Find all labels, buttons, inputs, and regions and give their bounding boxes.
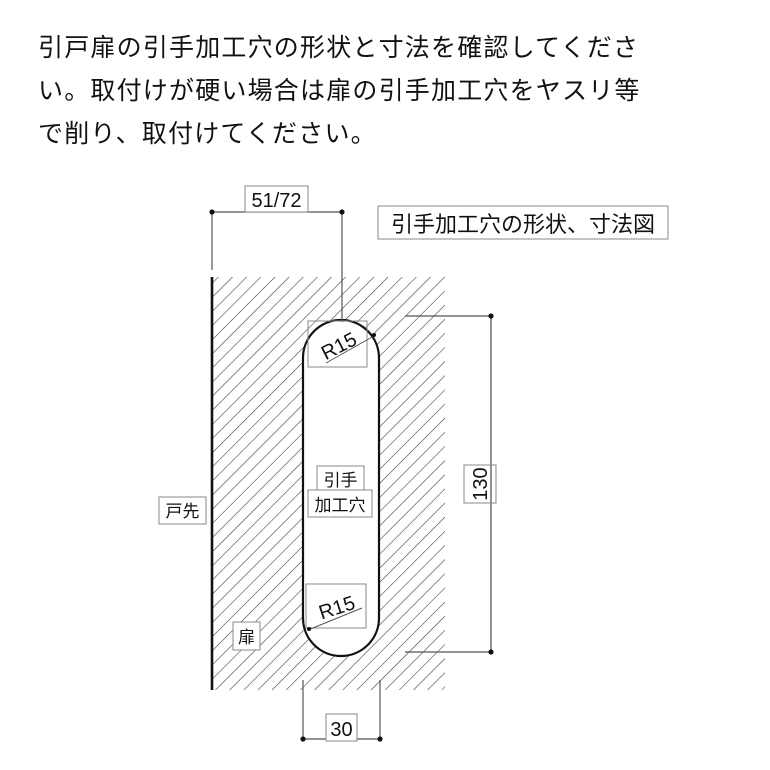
diagram-title-box: 引手加工穴の形状、寸法図 — [377, 205, 669, 240]
height-dimension-label: 130 — [470, 467, 492, 500]
hole-label-line2: 加工穴 — [315, 496, 366, 516]
width-dimension: 30 — [300, 680, 383, 742]
door-edge-label-box: 戸先 — [158, 496, 207, 525]
door-edge-label: 戸先 — [166, 502, 200, 522]
door-section — [210, 277, 445, 690]
diagram-title: 引手加工穴の形状、寸法図 — [391, 213, 655, 238]
instruction-line-3: で削り、取付けてください。 — [38, 119, 377, 148]
width-dimension-label: 30 — [330, 719, 352, 741]
instruction-text: 引戸扉の引手加工穴の形状と寸法を確認してくださ い。取付けが硬い場合は扉の引手加… — [38, 26, 738, 155]
hole-label-line1: 引手 — [324, 471, 358, 491]
instruction-line-1: 引戸扉の引手加工穴の形状と寸法を確認してくださ — [38, 33, 640, 62]
instruction-line-2: い。取付けが硬い場合は扉の引手加工穴をヤスリ等 — [38, 76, 641, 105]
hole-label: 引手 加工穴 — [307, 465, 373, 518]
offset-dimension: 51/72 — [209, 185, 345, 322]
door-label: 扉 — [238, 628, 255, 648]
offset-dimension-label: 51/72 — [251, 190, 301, 212]
door-label-box: 扉 — [232, 621, 261, 651]
height-dimension: 130 — [405, 313, 497, 655]
